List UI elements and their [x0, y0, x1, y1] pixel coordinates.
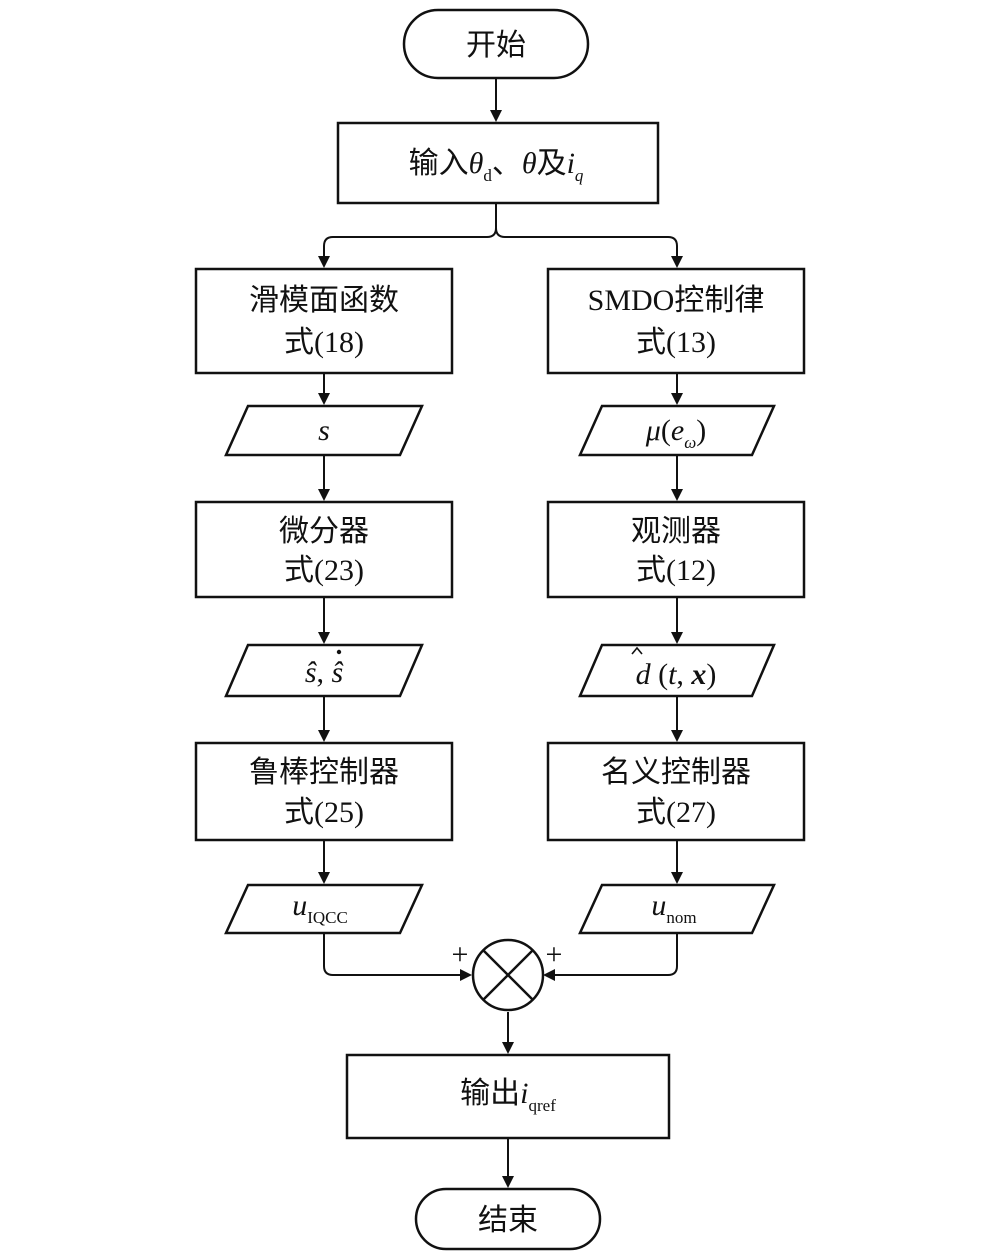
robust-controller-box: 鲁棒控制器 式(25): [194, 741, 454, 842]
u-iqcc-output: uIQCC: [224, 883, 424, 935]
s-hat-output-label: ŝ, ŝ: [305, 656, 344, 689]
end-terminator: 结束: [414, 1187, 602, 1251]
input-label: 输入θd、θ及iq: [409, 147, 584, 185]
u-iqcc-label: uIQCC: [292, 889, 348, 927]
s-output: s: [224, 404, 424, 457]
sliding-surface-line1: 滑模面函数: [249, 284, 399, 317]
arrow-unom-to-sum: [543, 933, 678, 981]
differentiator-line2: 式(23): [284, 554, 364, 587]
differentiator-box: 微分器 式(23): [194, 500, 454, 599]
d-hat-output-label: d (t, x): [636, 658, 717, 691]
plus-left-sign: +: [452, 938, 469, 971]
dot-accent: [336, 649, 342, 655]
output-box: 输出iqref: [345, 1053, 671, 1140]
sliding-surface-line2: 式(18): [284, 326, 364, 359]
sliding-surface-box: 滑模面函数 式(18): [194, 267, 454, 375]
end-label: 结束: [478, 1204, 538, 1237]
u-nom-output: unom: [578, 883, 776, 935]
observer-line1: 观测器: [631, 515, 721, 548]
nominal-controller-line2: 式(27): [636, 796, 716, 829]
nominal-controller-line1: 名义控制器: [601, 756, 751, 789]
d-hat-output: d (t, x): [578, 643, 776, 698]
robust-controller-line1: 鲁棒控制器: [249, 756, 399, 789]
robust-controller-line2: 式(25): [284, 796, 364, 829]
start-label: 开始: [466, 29, 526, 62]
observer-line2: 式(12): [636, 554, 716, 587]
start-terminator: 开始: [402, 8, 590, 80]
arrow-input-to-left: [318, 203, 497, 268]
observer-box: 观测器 式(12): [546, 500, 806, 599]
hat-accent: [631, 646, 643, 655]
mu-output: μ(eω): [578, 404, 776, 457]
input-box: 输入θd、θ及iq: [336, 121, 660, 205]
output-label: 输出iqref: [460, 1077, 556, 1115]
summing-junction: + +: [452, 938, 563, 1012]
s-hat-output: ŝ, ŝ: [224, 643, 424, 698]
nominal-controller-box: 名义控制器 式(27): [546, 741, 806, 842]
smdo-law-box: SMDO控制律 式(13): [546, 267, 806, 375]
smdo-law-line1: SMDO控制律: [588, 284, 765, 317]
s-output-label: s: [318, 414, 330, 447]
differentiator-line1: 微分器: [279, 515, 369, 548]
mu-output-label: μ(eω): [645, 414, 706, 452]
u-nom-label: unom: [651, 889, 696, 927]
connectors: [318, 78, 683, 1188]
plus-right-sign: +: [546, 938, 563, 971]
smdo-law-line2: 式(13): [636, 326, 716, 359]
arrow-uiqcc-to-sum: [323, 933, 472, 981]
arrow-input-to-right: [495, 203, 683, 268]
